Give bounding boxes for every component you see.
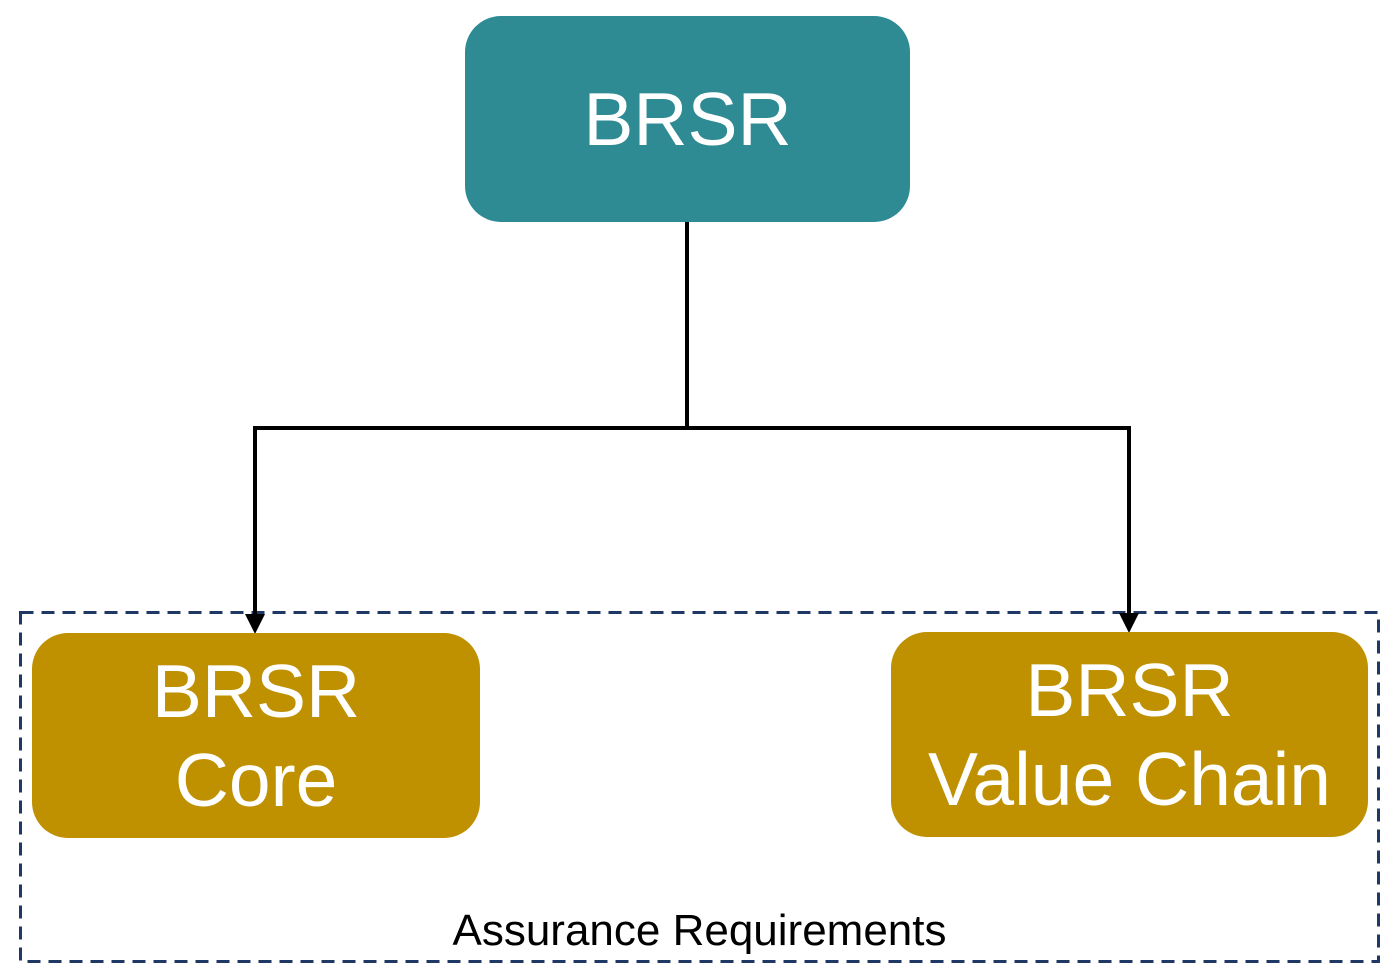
left-arrowhead-icon: [245, 614, 265, 634]
brsr-value-chain-label-line2: Value Chain: [927, 736, 1332, 821]
brsr-core-label-line1: BRSR: [151, 649, 361, 733]
brsr-core-label-line2: Core: [174, 737, 338, 822]
brsr-value-chain-node: BRSR Value Chain: [891, 632, 1368, 837]
brsr-value-chain-label-line1: BRSR: [1025, 648, 1234, 732]
brsr-root-label: BRSR: [583, 76, 792, 161]
brsr-core-node: BRSR Core: [32, 633, 480, 838]
right-arrowhead-icon: [1119, 613, 1139, 633]
brsr-root-node: BRSR: [465, 16, 910, 222]
assurance-group-label: Assurance Requirements: [452, 906, 947, 955]
